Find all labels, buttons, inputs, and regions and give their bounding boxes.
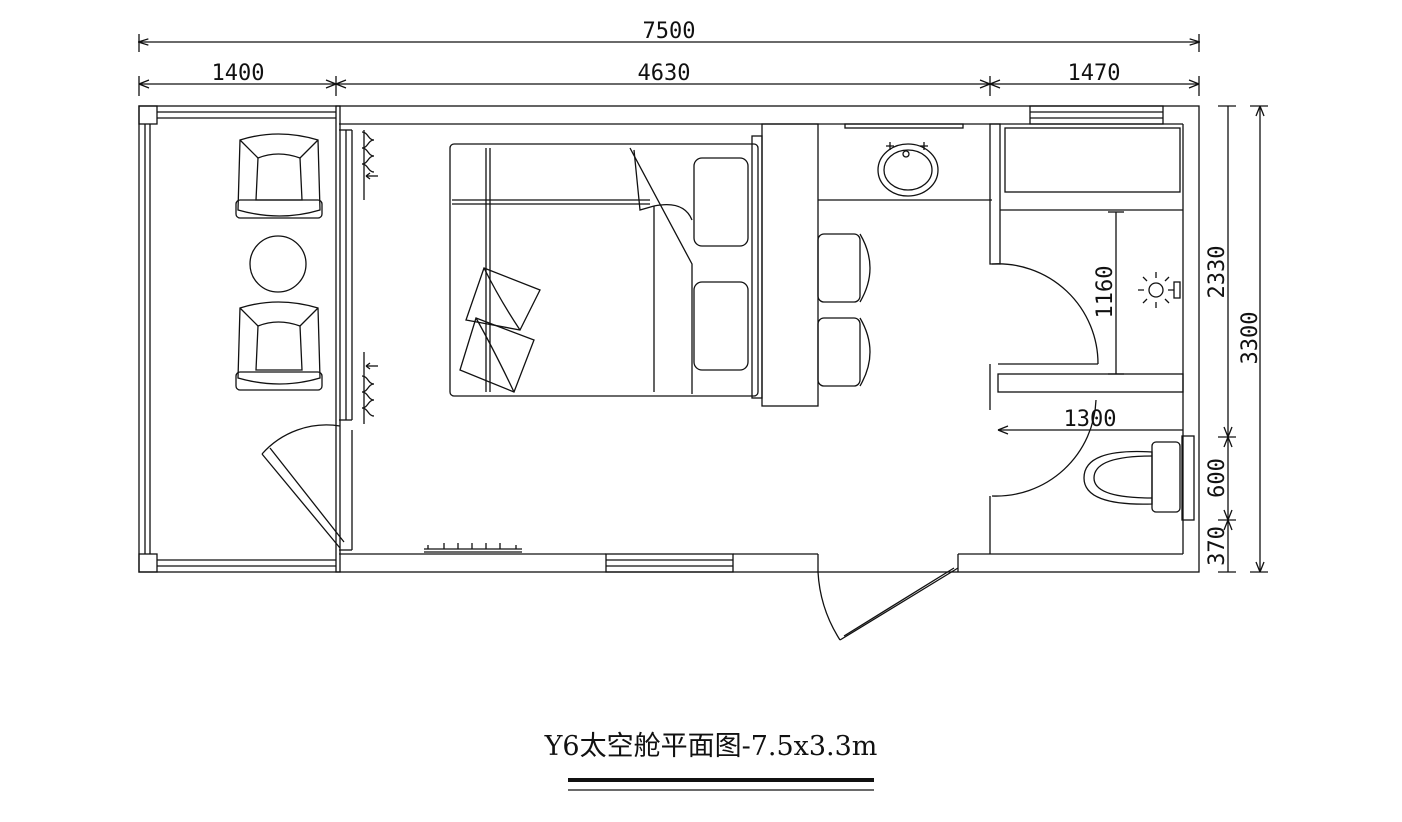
entry-door xyxy=(817,554,959,641)
dim-bedroom-width: 4630 xyxy=(638,61,691,86)
armchair-bottom xyxy=(235,301,323,391)
toilet-door xyxy=(991,399,1097,497)
armchair-top xyxy=(235,133,323,219)
plan-title-text: Y6太空舱平面图-7.5x3.3m xyxy=(544,731,878,762)
window-top-sink xyxy=(844,123,964,129)
dim-shower-depth: 1160 xyxy=(1093,266,1118,319)
toilet xyxy=(1083,435,1195,521)
curtain-top xyxy=(361,130,378,200)
window-bottom xyxy=(605,553,734,573)
dim-total-depth: 3300 xyxy=(1238,312,1263,365)
dimension-line-bath-depth xyxy=(1218,105,1236,573)
stool-1 xyxy=(817,233,871,303)
curtain-bottom xyxy=(361,352,378,424)
partition-glass xyxy=(335,105,353,573)
plan-title: Y6太空舱平面图-7.5x3.3m xyxy=(0,724,1402,763)
counter-divider xyxy=(751,123,819,407)
exterior-walls xyxy=(138,105,1200,573)
dimension-line-depth xyxy=(1250,105,1268,573)
bed xyxy=(449,143,759,397)
radiator xyxy=(424,543,522,553)
stool-2 xyxy=(817,317,871,387)
dim-toilet-depth: 600 xyxy=(1205,458,1230,498)
bathroom-walls xyxy=(989,123,1184,554)
title-underline xyxy=(568,778,874,791)
shower-dimension xyxy=(1108,211,1124,375)
dim-bath-width: 1470 xyxy=(1068,61,1121,86)
toilet-zone-dimension xyxy=(997,425,1183,435)
dim-balcony-width: 1400 xyxy=(212,61,265,86)
window-top-bath xyxy=(1029,105,1164,125)
shower-head xyxy=(1138,272,1181,308)
balcony-door xyxy=(261,424,345,549)
dim-bath-depth: 2330 xyxy=(1205,246,1230,299)
round-table xyxy=(249,235,307,293)
dim-toilet-zone-width: 1300 xyxy=(1064,407,1117,432)
vanity xyxy=(818,142,992,201)
dim-toilet-offset: 370 xyxy=(1205,526,1230,566)
dimension-line-total xyxy=(139,34,1199,52)
dimension-line-segments xyxy=(138,76,1200,96)
balcony-glazing xyxy=(144,111,336,567)
dim-total-length: 7500 xyxy=(643,19,696,44)
shower-door xyxy=(991,263,1099,365)
